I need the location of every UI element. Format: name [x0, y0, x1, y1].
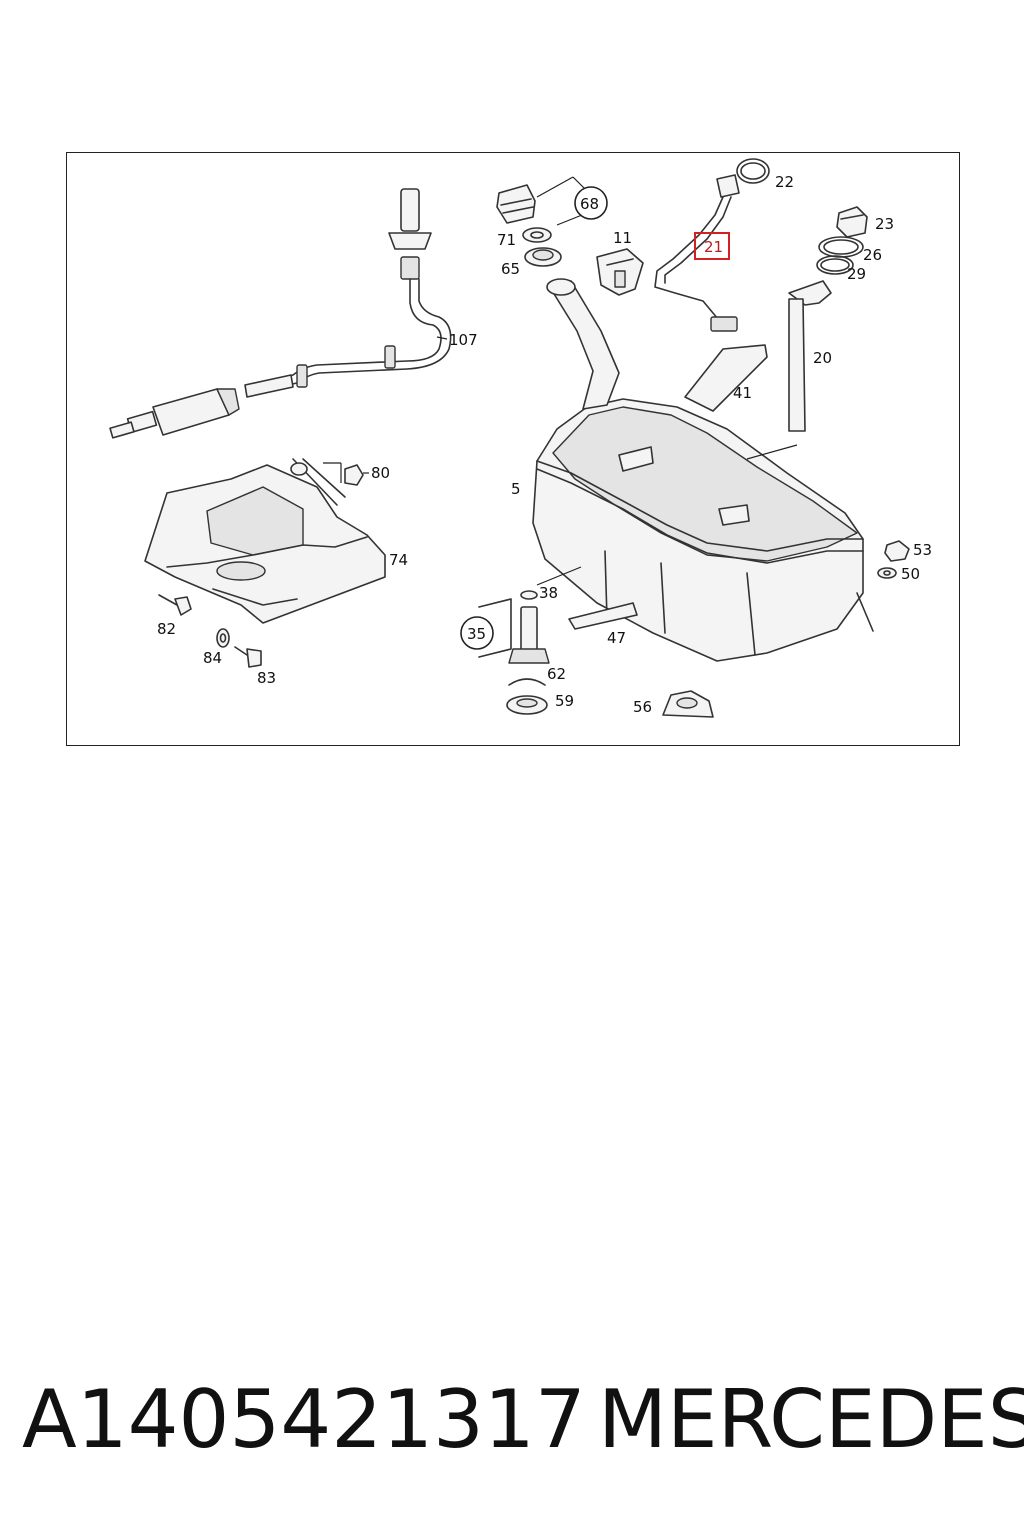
callout-23[interactable]: 23: [875, 215, 894, 233]
callout-56[interactable]: 56: [633, 698, 652, 716]
part-41-pad: 41: [684, 344, 768, 412]
callout-20[interactable]: 20: [813, 349, 832, 367]
callout-107[interactable]: 107: [449, 331, 478, 349]
callout-68[interactable]: 68: [580, 195, 599, 213]
callout-26[interactable]: 26: [863, 246, 882, 264]
fuel-level-sender-assembly: 22 21: [654, 158, 794, 332]
callout-65[interactable]: 65: [501, 260, 520, 278]
screws-group: 82 84 83: [157, 594, 276, 687]
parts-diagram-frame: 107 74 80 82 84: [66, 152, 960, 746]
fuel-line-assembly: 107: [109, 188, 478, 439]
callout-80[interactable]: 80: [371, 464, 390, 482]
callout-41[interactable]: 41: [733, 384, 752, 402]
callout-62[interactable]: 62: [547, 665, 566, 683]
callout-5[interactable]: 5: [511, 480, 521, 498]
callout-59[interactable]: 59: [555, 692, 574, 710]
callout-35[interactable]: 35: [467, 625, 486, 643]
callout-21[interactable]: 21: [704, 238, 723, 256]
callout-74[interactable]: 74: [389, 551, 408, 569]
drain-valve-group-35: 38 35 62 59: [460, 566, 582, 715]
callout-83[interactable]: 83: [257, 669, 276, 687]
nut-washer-group: 53 50: [877, 540, 932, 583]
cap-assembly-68: 68 71 65: [496, 176, 608, 278]
callout-47[interactable]: 47: [607, 629, 626, 647]
fuel-tank: 5: [511, 398, 874, 662]
filler-neck: [546, 278, 620, 410]
bracket-heat-shield: 74: [144, 458, 408, 624]
part-20-tube: 20: [788, 280, 832, 432]
callout-29[interactable]: 29: [847, 265, 866, 283]
callout-71[interactable]: 71: [497, 231, 516, 249]
callout-84[interactable]: 84: [203, 649, 222, 667]
part-47-strip: 47: [568, 602, 638, 647]
brand-label: MERCEDES: [598, 1373, 1024, 1466]
callout-50[interactable]: 50: [901, 565, 920, 583]
part-number-label: A1405421317: [22, 1373, 586, 1466]
part-80-clip: 80: [344, 464, 390, 486]
part-11-valve: 11: [596, 229, 644, 296]
callout-11[interactable]: 11: [613, 229, 632, 247]
callout-82[interactable]: 82: [157, 620, 176, 638]
callout-53[interactable]: 53: [913, 541, 932, 559]
highlight-box-21: [694, 232, 730, 260]
exploded-parts-diagram: 107 74 80 82 84: [109, 158, 932, 718]
part-56-grommet: 56: [633, 690, 714, 718]
callout-38[interactable]: 38: [539, 584, 558, 602]
callout-22[interactable]: 22: [775, 173, 794, 191]
seal-ring-group: 23 26 29: [816, 206, 894, 283]
